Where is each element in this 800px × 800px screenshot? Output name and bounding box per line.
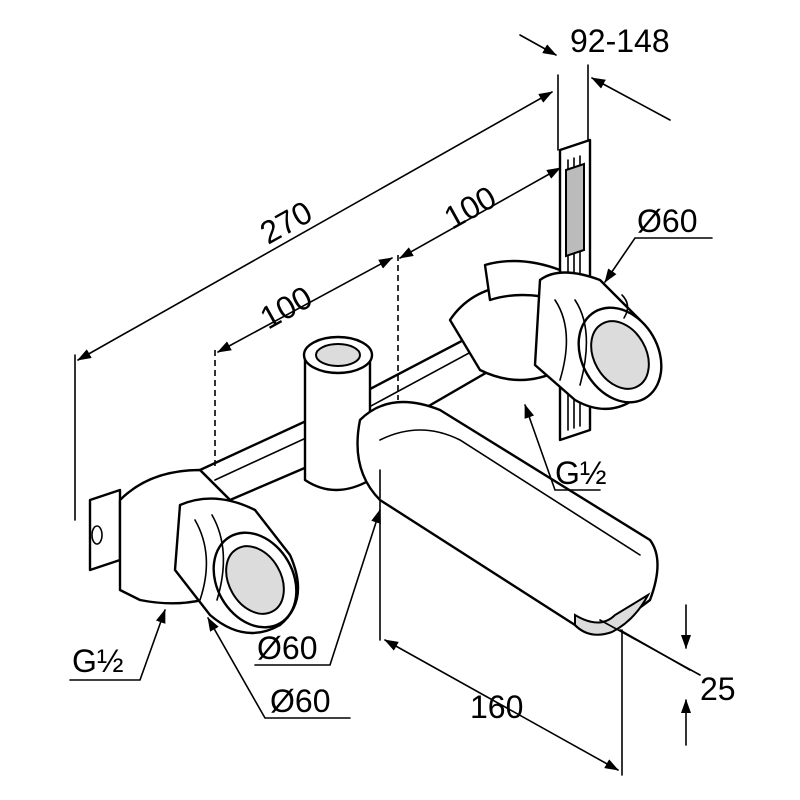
dim-rosette-right: Ø60 [637, 203, 697, 239]
spout [356, 400, 659, 636]
leader-lines [69, 237, 713, 719]
left-valve [88, 468, 300, 635]
dim-spout-height: 25 [700, 671, 736, 707]
dim-overall-width: 270 [254, 194, 318, 251]
dim-spout-projection: 160 [470, 689, 523, 725]
dim-rosette-left: Ø60 [270, 683, 330, 719]
dim-spacing-right: 100 [438, 179, 502, 236]
dim-thread-left: G½ [72, 643, 124, 679]
dim-spout-diameter: Ø60 [257, 630, 317, 666]
dimension-lines [77, 34, 691, 771]
dim-thread-right: G½ [555, 455, 607, 491]
dim-wall-depth: 92-148 [570, 23, 670, 59]
